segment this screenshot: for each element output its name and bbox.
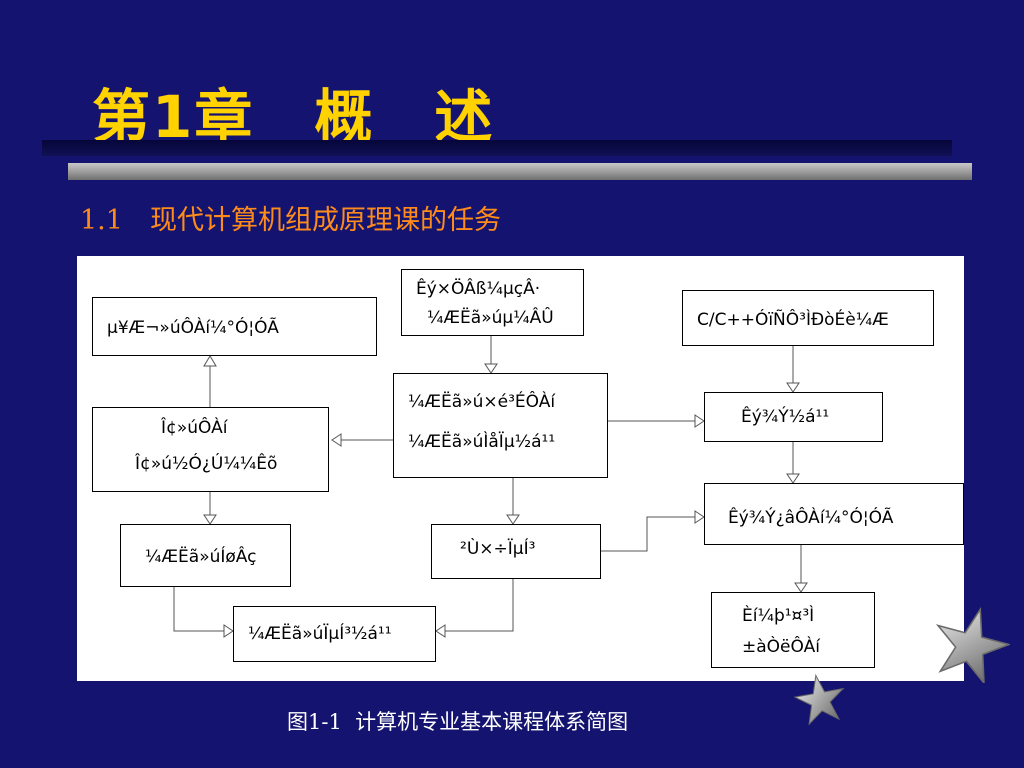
box-c-language: C/C++ÓïÑÔ³ÌÐòÉè¼Æ	[682, 290, 934, 346]
star-icon	[935, 606, 1010, 683]
diagram-connectors	[173, 336, 808, 638]
box-software-engineering: Èí¼þ¹¤³Ì ±àÒëÔ­Àí	[711, 592, 875, 668]
course-diagram: µ¥Æ¬»úÔ­Àí¼°Ó¦ÓÃ Î¢»úÔ­Àí Î¢»ú½Ó¿Ú¼¼Êõ ¼…	[77, 256, 964, 681]
arrow-head	[786, 382, 800, 393]
section-subtitle: 1.1 现代计算机组成原理课的任务	[80, 205, 501, 236]
arrow-head	[506, 514, 520, 525]
arrow-head	[203, 514, 217, 525]
arrow-head	[694, 510, 705, 524]
arrow-head	[484, 363, 498, 374]
arrow-head	[203, 355, 217, 367]
box-data-structure: Êý¾Ý½á¹¹	[704, 392, 883, 442]
box-intro: Êý×ÖÂß¼­µçÂ· ¼ÆËã»úµ¼ÂÛ	[401, 269, 584, 336]
box-network: ¼ÆËã»úÍøÂç	[120, 524, 291, 587]
arrow-head	[694, 414, 705, 428]
arrow-head	[331, 433, 342, 447]
box-microcomputer: Î¢»úÔ­Àí Î¢»ú½Ó¿Ú¼¼Êõ	[92, 407, 329, 492]
box-organization: ¼ÆËã»ú×é³ÉÔ­Àí ¼ÆËã»úÌåÏµ½á¹¹	[393, 373, 608, 478]
title-rule	[68, 163, 972, 180]
box-single-chip: µ¥Æ¬»úÔ­Àí¼°Ó¦ÓÃ	[92, 297, 377, 356]
box-architecture: ¼ÆËã»úÏµÍ³½á¹¹	[233, 606, 436, 662]
box-database: Êý¾Ý¿âÔ­Àí¼°Ó¦ÓÃ	[704, 483, 964, 545]
box-operating-system: ²Ù×÷ÏµÍ³	[431, 524, 601, 579]
star-icon	[794, 673, 845, 725]
title-rule-shadow	[42, 140, 952, 156]
figure-caption: 图1-1 计算机专业基本课程体系简图	[287, 710, 629, 734]
connector-os-to-architecture	[445, 579, 514, 632]
connector-os-to-database	[601, 516, 695, 552]
arrow-head	[794, 582, 808, 593]
connector-network-to-architecture	[173, 587, 224, 632]
arrow-head	[223, 624, 234, 638]
slide-title: 第1章 概 述	[92, 83, 495, 151]
arrow-head	[786, 473, 800, 484]
arrow-head	[435, 624, 446, 638]
